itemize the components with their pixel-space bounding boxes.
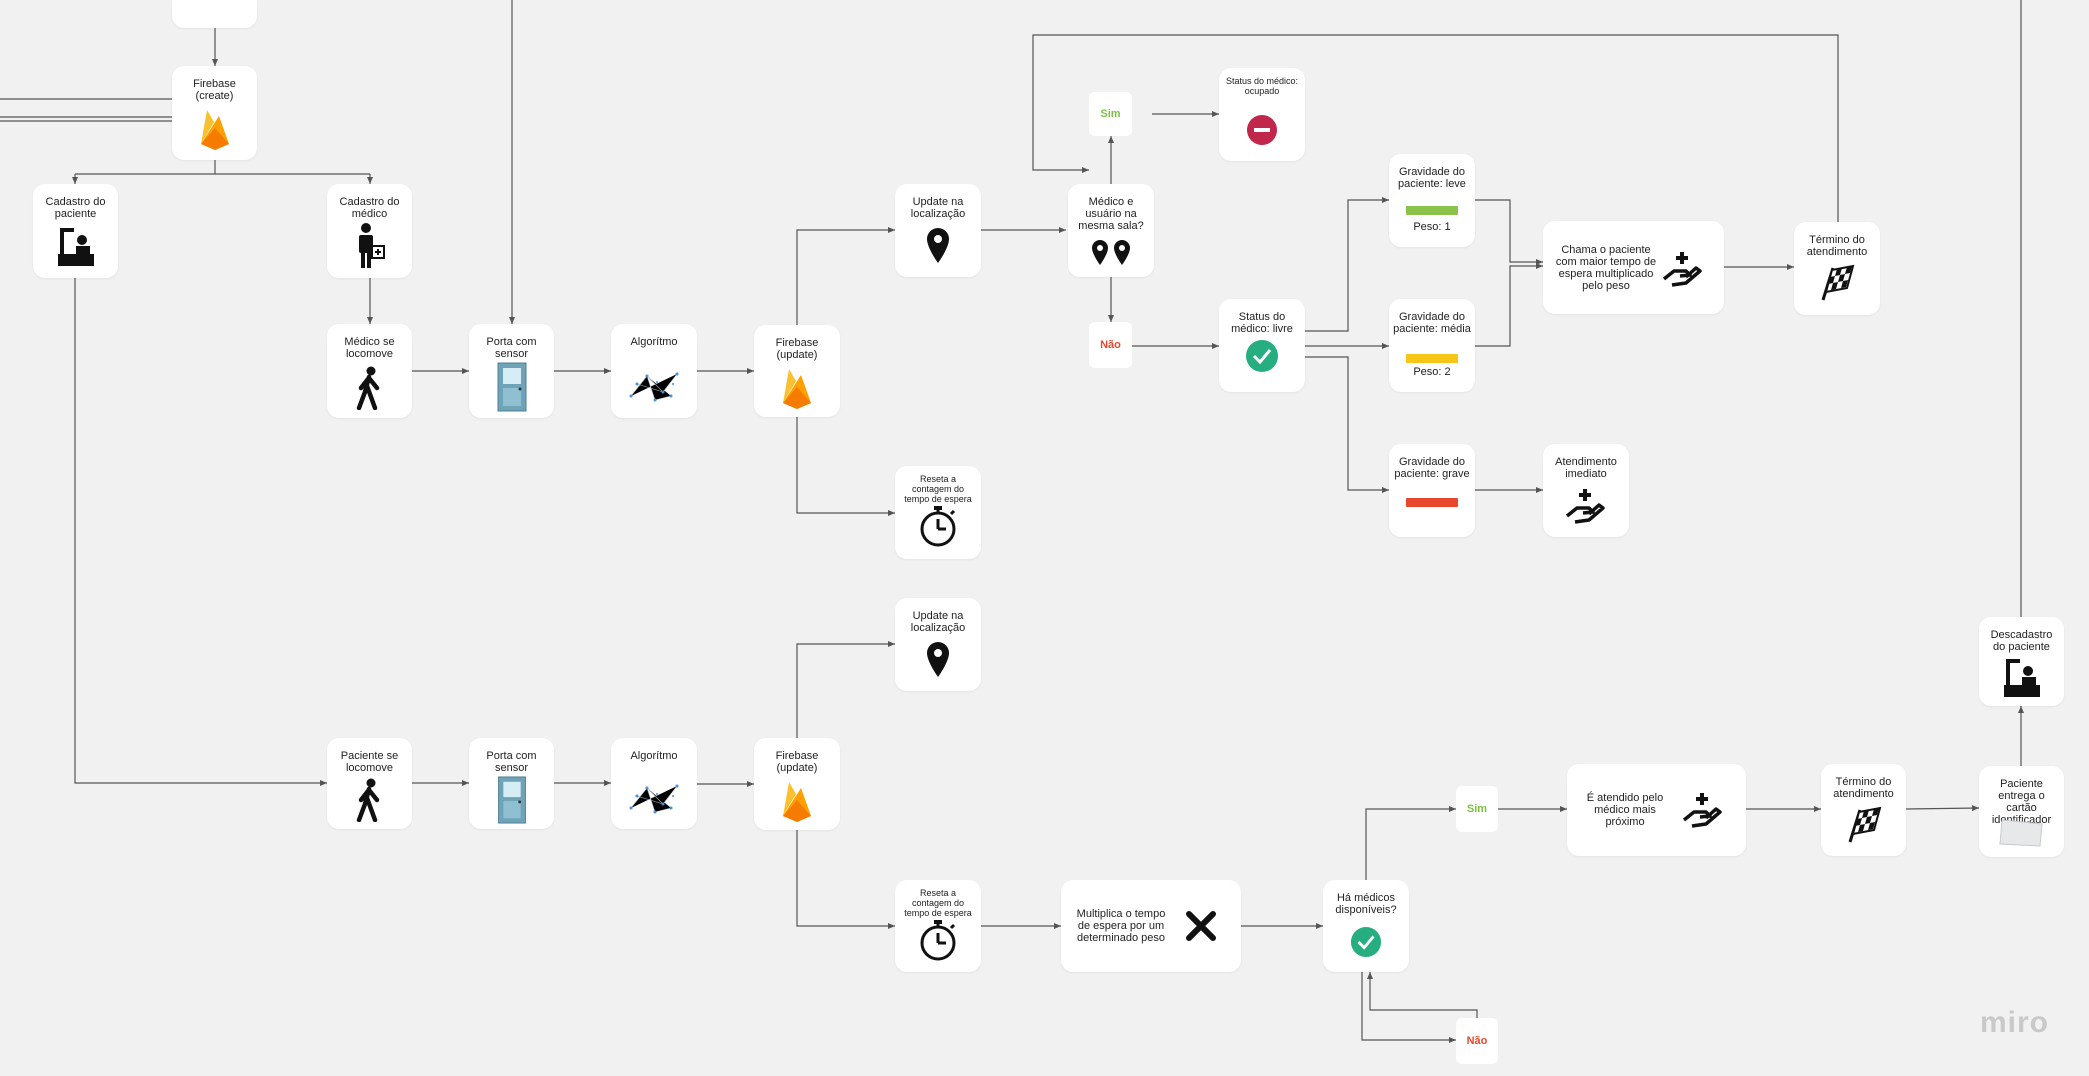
multiply-x-icon <box>1186 911 1216 941</box>
mesma-sala-decision-node[interactable]: Médico e usuário na mesma sala? <box>1068 184 1154 277</box>
atendimento-imediato-node[interactable]: Atendimento imediato <box>1543 444 1629 537</box>
network-graph-icon <box>629 784 679 814</box>
firebase-icon <box>783 369 811 409</box>
check-icon <box>1350 926 1382 958</box>
location-pin-icon <box>927 228 949 263</box>
stop-icon <box>1247 115 1277 145</box>
reception-desk-icon <box>57 228 94 266</box>
node-label: Update na localização <box>910 610 966 634</box>
node-label: Gravidade do paciente: leve <box>1398 166 1466 190</box>
gravidade-media-node[interactable]: Gravidade do paciente: média Peso: 2 <box>1389 299 1475 392</box>
algoritmo-node-2[interactable]: Algorítmo <box>611 738 697 829</box>
node-label: Há médicos disponíveis? <box>1335 892 1397 916</box>
node-label: Descadastro do paciente <box>1990 629 2053 653</box>
node-label: Gravidade do paciente: média <box>1393 311 1471 335</box>
node-label: Algorítmo <box>630 336 678 348</box>
paciente-entrega-node[interactable]: Paciente entrega o cartão identificador <box>1979 766 2064 857</box>
node-label: Paciente se locomove <box>340 750 399 774</box>
node-label: Atendimento imediato <box>1555 456 1617 480</box>
sim-pill-1[interactable]: Sim <box>1089 92 1132 136</box>
node-label: Reseta a contagem do tempo de espera <box>904 474 972 504</box>
atendido-proximo-node[interactable]: É atendido pelo médico mais próximo <box>1567 764 1746 856</box>
node-label: Status do médico: livre <box>1231 311 1293 335</box>
nao-pill-2[interactable]: Não <box>1456 1018 1498 1064</box>
node-label: Chama o paciente com maior tempo de espe… <box>1555 243 1657 292</box>
gravidade-leve-node[interactable]: Gravidade do paciente: leve Peso: 1 <box>1389 154 1475 247</box>
update-localizacao-node-1[interactable]: Update na localização <box>895 184 981 277</box>
status-livre-node[interactable]: Status do médico: livre <box>1219 299 1305 392</box>
porta-sensor-node-1[interactable]: Porta com sensor <box>469 324 554 418</box>
paciente-locomove-node[interactable]: Paciente se locomove <box>327 738 412 829</box>
cadastro-paciente-node[interactable]: Cadastro do paciente <box>33 184 118 278</box>
care-hand-icon <box>1565 489 1605 524</box>
firebase-icon <box>783 782 811 822</box>
node-label: Reseta a contagem do tempo de espera <box>904 888 972 918</box>
node-label: Porta com sensor <box>486 750 537 774</box>
node-label: Firebase (create) <box>193 78 236 102</box>
node-label: Médico e usuário na mesma sala? <box>1078 196 1144 232</box>
ha-medicos-decision-node[interactable]: Há médicos disponíveis? <box>1323 880 1409 972</box>
node-label: Update na localização <box>910 196 966 220</box>
severity-bar-media <box>1406 354 1458 363</box>
node-label: Gravidade do paciente: grave <box>1394 456 1470 480</box>
update-localizacao-node-2[interactable]: Update na localização <box>895 598 981 691</box>
multiplica-node[interactable]: Multiplica o tempo de espera por um dete… <box>1061 880 1241 972</box>
stopwatch-icon <box>920 506 956 547</box>
care-hand-icon <box>1682 793 1722 828</box>
firebase-create-node[interactable]: Firebase (create) <box>172 66 257 160</box>
door-icon <box>497 776 526 824</box>
firebase-update-node-2[interactable]: Firebase (update) <box>754 738 840 830</box>
walking-icon <box>356 366 379 410</box>
algoritmo-node-1[interactable]: Algorítmo <box>611 324 697 418</box>
node-label: Médico se locomove <box>344 336 395 360</box>
node-label: Porta com sensor <box>486 336 537 360</box>
reception-desk-icon <box>2003 659 2040 697</box>
node-label: É atendido pelo médico mais próximo <box>1586 792 1664 828</box>
node-label: Firebase (update) <box>775 337 819 361</box>
node-label: Status do médico: ocupado <box>1225 76 1299 96</box>
status-ocupado-node[interactable]: Status do médico: ocupado <box>1219 68 1305 161</box>
descadastro-node[interactable]: Descadastro do paciente <box>1979 617 2064 706</box>
chama-paciente-node[interactable]: Chama o paciente com maior tempo de espe… <box>1543 221 1724 314</box>
id-card-icon <box>1998 819 2043 847</box>
walking-icon <box>356 778 379 822</box>
checkered-flag-icon <box>1821 264 1855 301</box>
miro-watermark: miro <box>1979 1006 2049 1039</box>
peso-label: Peso: 1 <box>1413 221 1451 233</box>
doctor-icon <box>358 223 385 268</box>
medico-locomove-node[interactable]: Médico se locomove <box>327 324 412 418</box>
stopwatch-icon <box>920 920 956 961</box>
reseta-contagem-node-1[interactable]: Reseta a contagem do tempo de espera <box>895 466 981 559</box>
node-label: Cadastro do paciente <box>45 196 106 220</box>
termino-atendimento-node-2[interactable]: Término do atendimento <box>1821 764 1906 856</box>
node-label: Algorítmo <box>630 750 678 762</box>
node-label: Término do atendimento <box>1806 234 1868 258</box>
check-icon <box>1246 340 1278 372</box>
firebase-icon <box>200 110 229 150</box>
care-hand-icon <box>1662 252 1702 287</box>
gravidade-grave-node[interactable]: Gravidade do paciente: grave <box>1389 444 1475 537</box>
severity-bar-leve <box>1406 206 1458 215</box>
severity-bar-grave <box>1406 498 1458 507</box>
two-pins-icon <box>1092 240 1130 265</box>
termino-atendimento-node-1[interactable]: Término do atendimento <box>1794 222 1880 315</box>
checkered-flag-icon <box>1848 806 1881 843</box>
node-label: Firebase (update) <box>775 750 819 774</box>
node-label: Multiplica o tempo de espera por um dete… <box>1076 908 1166 944</box>
partial-top-node <box>172 0 257 28</box>
nao-pill-1[interactable]: Não <box>1089 322 1132 368</box>
reseta-contagem-node-2[interactable]: Reseta a contagem do tempo de espera <box>895 880 981 972</box>
location-pin-icon <box>927 642 949 677</box>
cadastro-medico-node[interactable]: Cadastro do médico <box>327 184 412 278</box>
peso-label: Peso: 2 <box>1413 366 1451 378</box>
node-label: Cadastro do médico <box>339 196 400 220</box>
sim-pill-2[interactable]: Sim <box>1456 786 1498 832</box>
firebase-update-node-1[interactable]: Firebase (update) <box>754 325 840 417</box>
node-label: Término do atendimento <box>1833 776 1894 800</box>
network-graph-icon <box>629 372 679 402</box>
door-icon <box>497 362 526 412</box>
porta-sensor-node-2[interactable]: Porta com sensor <box>469 738 554 829</box>
